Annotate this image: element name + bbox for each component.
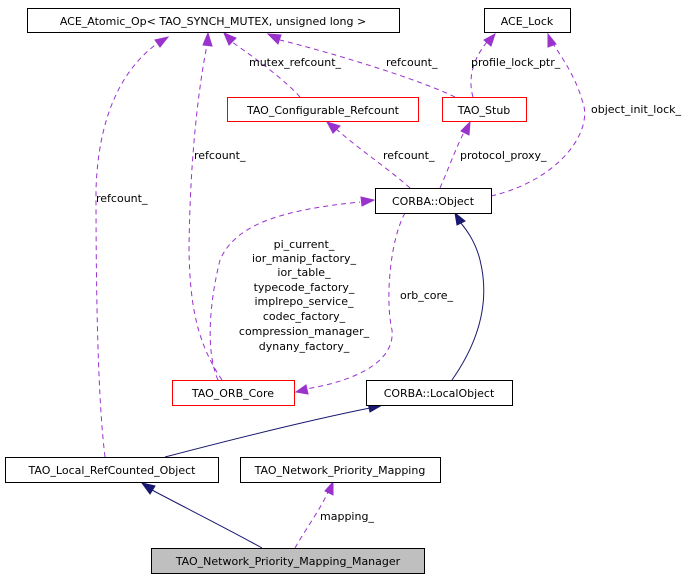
edge-object-refcount [325,121,411,189]
node-tao-network-priority-mapping[interactable]: TAO_Network_Priority_Mapping [240,457,441,483]
edge-label-orbcore-members: pi_current_ ior_manip_factory_ ior_table… [239,238,370,353]
node-label: ACE_Lock [501,15,554,28]
member-label: codec_factory_ [263,310,346,323]
edge-label-mapping: mapping_ [320,510,374,523]
node-label: TAO_Stub [457,104,511,117]
node-label: CORBA::LocalObject [384,387,495,400]
edge-orbcore-refcount [188,31,223,381]
node-label: TAO_Network_Priority_Mapping [254,464,426,477]
edge-label-stub-refcount: refcount_ [386,56,438,69]
member-label: compression_manager_ [239,325,370,338]
node-label: TAO_Configurable_Refcount [246,104,400,117]
node-corba-localobject[interactable]: CORBA::LocalObject [366,380,513,406]
node-tao-local-refcounted-object[interactable]: TAO_Local_RefCounted_Object [5,457,219,483]
edge-label-profile-lock-ptr: profile_lock_ptr_ [471,56,561,69]
node-tao-network-priority-mapping-manager: TAO_Network_Priority_Mapping_Manager [151,548,425,574]
node-label: TAO_ORB_Core [191,387,274,400]
edge-local-refcount [95,36,170,458]
node-ace-atomic-op[interactable]: ACE_Atomic_Op< TAO_SYNCH_MUTEX, unsigned… [27,8,400,33]
member-label: ior_table_ [277,266,331,279]
edge-localrefcounted-inherits-localobject [164,402,384,458]
edge-object-init-lock [490,32,586,197]
member-label: implrepo_service_ [255,295,354,308]
member-label: typecode_factory_ [254,281,355,294]
edge-label-mutex-refcount: mutex_refcount_ [249,56,342,69]
edge-orbcore-members [209,196,376,381]
edge-label-orb-core: orb_core_ [400,289,454,302]
edge-protocol-proxy [439,120,471,189]
edge-label-local-refcount: refcount_ [96,192,148,205]
node-tao-stub[interactable]: TAO_Stub [442,97,527,122]
edge-stub-refcount [266,33,456,98]
member-label: pi_current_ [274,238,335,251]
edge-profile-lock-ptr [470,32,496,98]
node-label: TAO_Network_Priority_Mapping_Manager [175,555,401,568]
node-tao-configurable-refcount[interactable]: TAO_Configurable_Refcount [227,97,419,122]
node-ace-lock[interactable]: ACE_Lock [484,8,571,33]
edge-orb-core [294,212,406,395]
edge-label-orbcore-refcount: refcount_ [194,149,246,162]
node-tao-orb-core[interactable]: TAO_ORB_Core [172,380,295,406]
edge-mapping [294,480,334,549]
edge-manager-inherits-localrefcounted [140,482,263,549]
member-label: dynany_factory_ [259,340,350,353]
edge-label-object-init-lock: object_init_lock_ [591,103,681,116]
edge-mutex-refcount [223,32,301,98]
node-label: ACE_Atomic_Op< TAO_SYNCH_MUTEX, unsigned… [60,15,366,28]
node-corba-object[interactable]: CORBA::Object [375,188,492,214]
edge-label-protocol-proxy: protocol_proxy_ [460,149,547,162]
edge-label-object-refcount: refcount_ [383,149,435,162]
member-label: ior_manip_factory_ [252,252,357,265]
node-label: TAO_Local_RefCounted_Object [28,464,197,477]
node-label: CORBA::Object [392,195,475,208]
edge-localobject-inherits-object [451,211,485,381]
